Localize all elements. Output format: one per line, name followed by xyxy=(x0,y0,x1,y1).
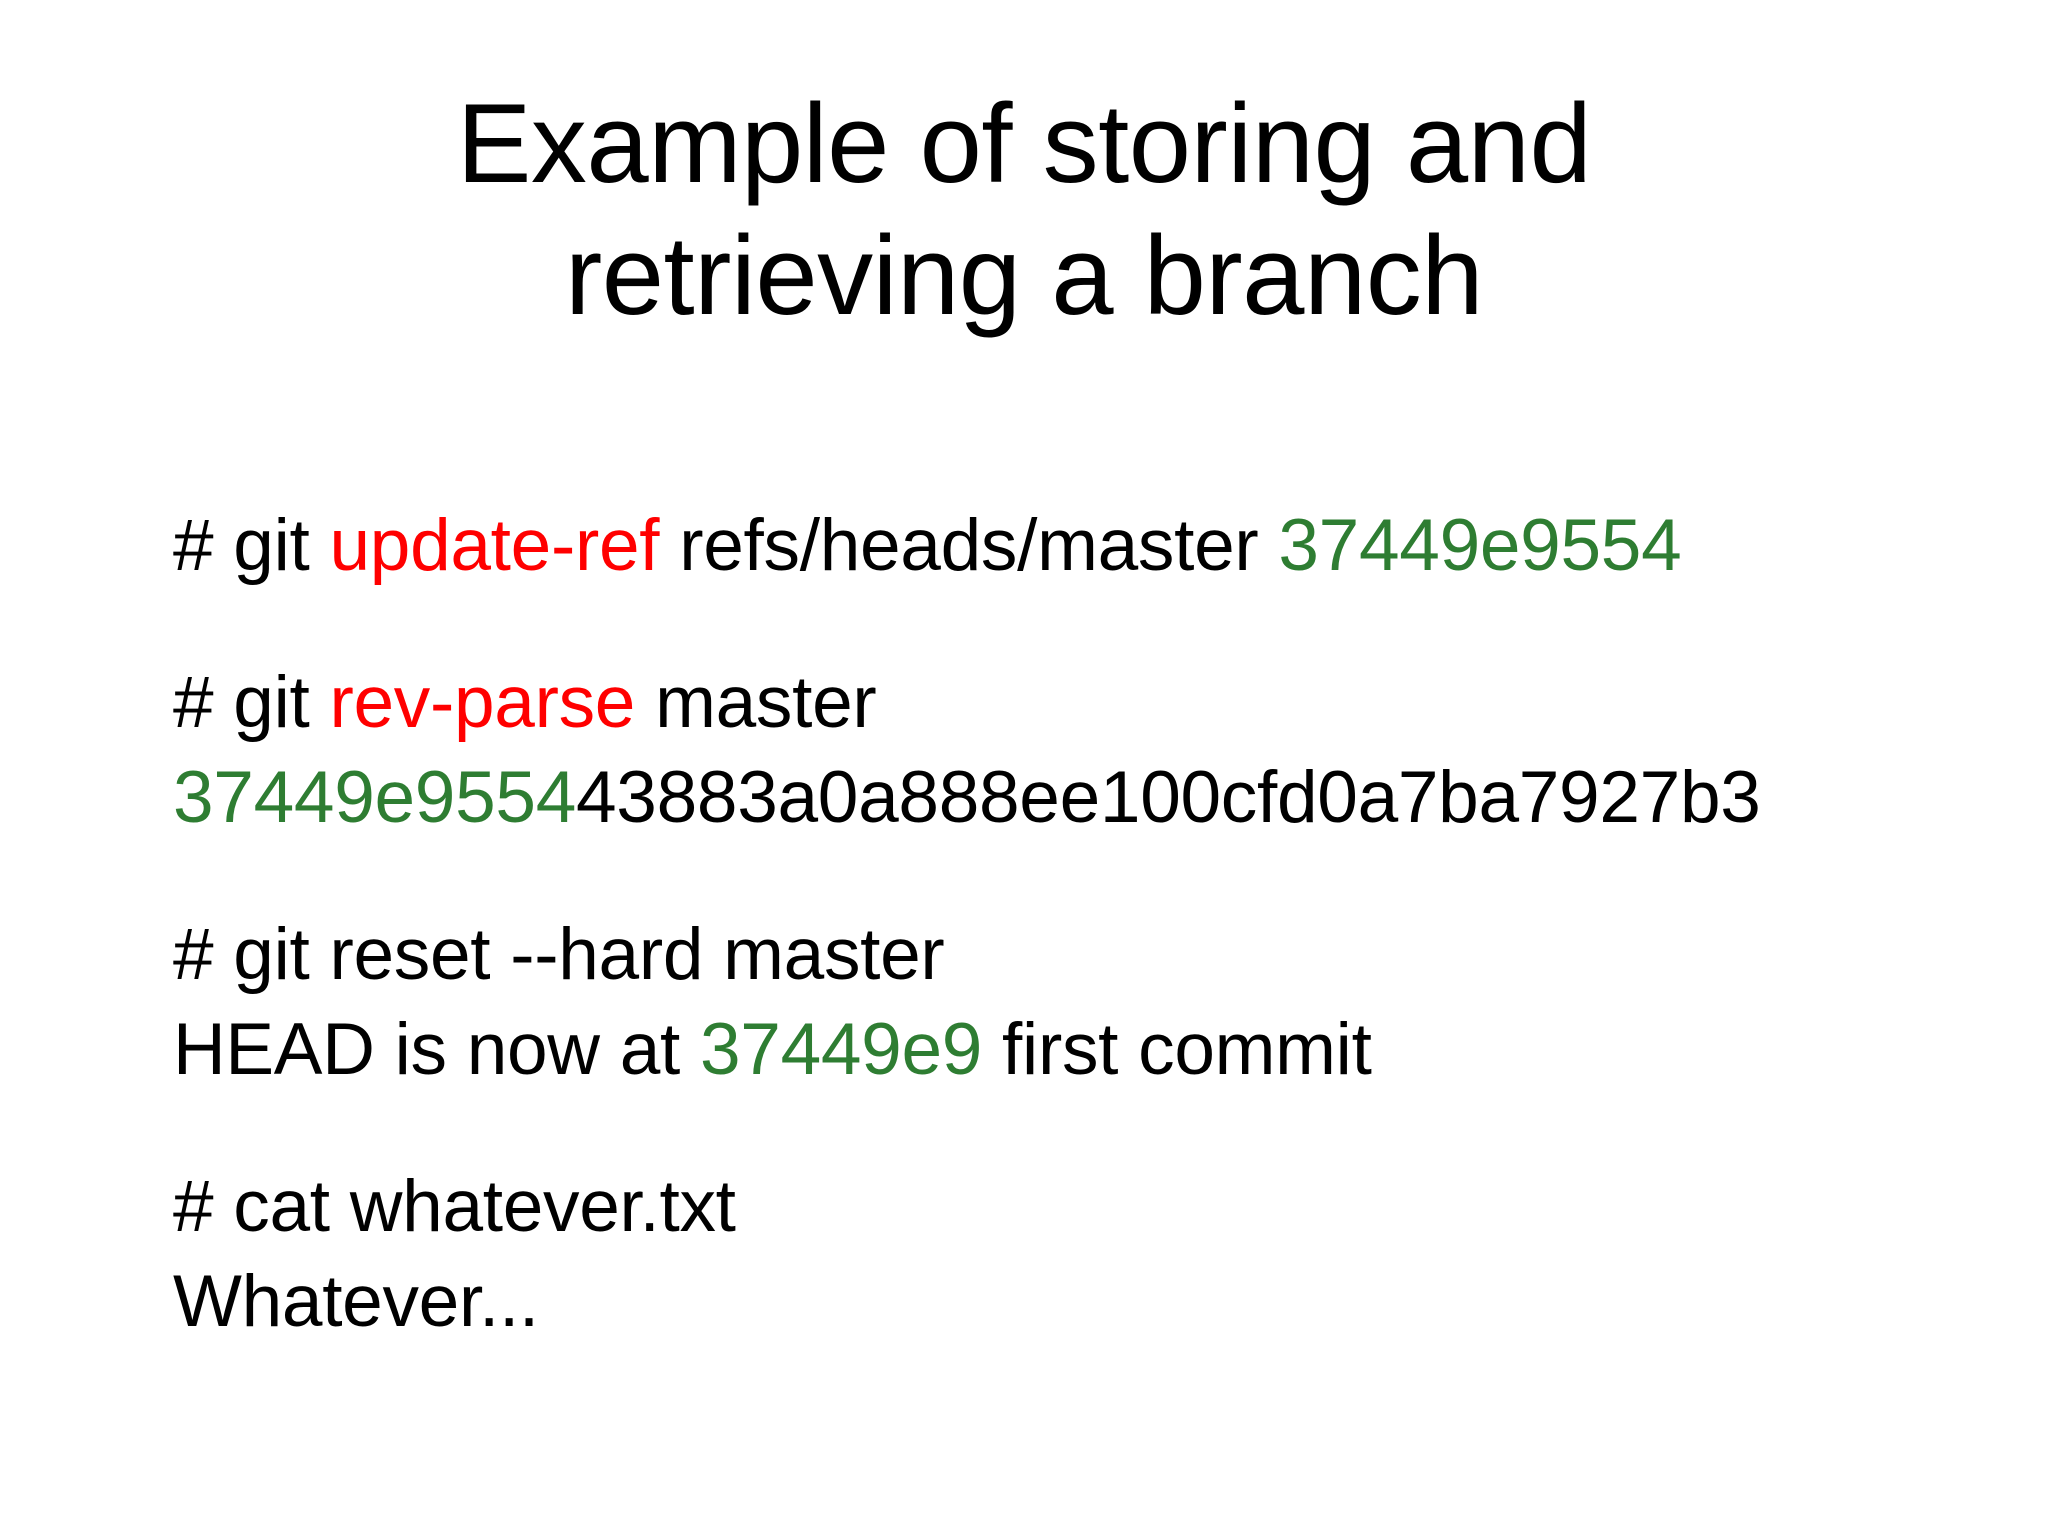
console-command-line: # git rev-parse master xyxy=(173,655,2003,750)
console-output-line: HEAD is now at 37449e9 first commit xyxy=(173,1002,2003,1097)
page-title: Example of storing and retrieving a bran… xyxy=(0,78,2048,342)
console-text: # git xyxy=(173,662,330,743)
git-subcommand-keyword: rev-parse xyxy=(329,662,636,743)
page-title-line-2: retrieving a branch xyxy=(564,213,1484,338)
console-text: # git reset --hard master xyxy=(173,914,945,995)
console-text: 43883a0a888ee100cfd0a7ba7927b3 xyxy=(576,757,1761,838)
console-text: first commit xyxy=(982,1009,1372,1090)
console-command-line: # git reset --hard master xyxy=(173,907,2003,1002)
console-text: Whatever... xyxy=(173,1261,539,1342)
console-text: HEAD is now at xyxy=(173,1009,700,1090)
commit-hash-fragment: 37449e9554 xyxy=(173,757,576,838)
git-subcommand-keyword: update-ref xyxy=(329,505,660,586)
console-command-line: # git update-ref refs/heads/master 37449… xyxy=(173,498,2003,593)
console-text: refs/heads/master xyxy=(659,505,1279,586)
page-title-line-1: Example of storing and xyxy=(456,81,1592,206)
console-transcript: # git update-ref refs/heads/master 37449… xyxy=(173,498,2003,1349)
console-group-update-ref: # git update-ref refs/heads/master 37449… xyxy=(173,498,2003,593)
commit-hash-fragment: 37449e9 xyxy=(699,1009,983,1090)
console-command-line: # cat whatever.txt xyxy=(173,1159,2003,1254)
console-text: # cat whatever.txt xyxy=(173,1166,736,1247)
commit-hash-fragment: 37449e9554 xyxy=(1278,505,1682,586)
console-output-line: 37449e955443883a0a888ee100cfd0a7ba7927b3 xyxy=(173,750,2003,845)
console-output-line: Whatever... xyxy=(173,1254,2003,1349)
console-text: # git xyxy=(173,505,330,586)
console-text: master xyxy=(635,662,877,743)
